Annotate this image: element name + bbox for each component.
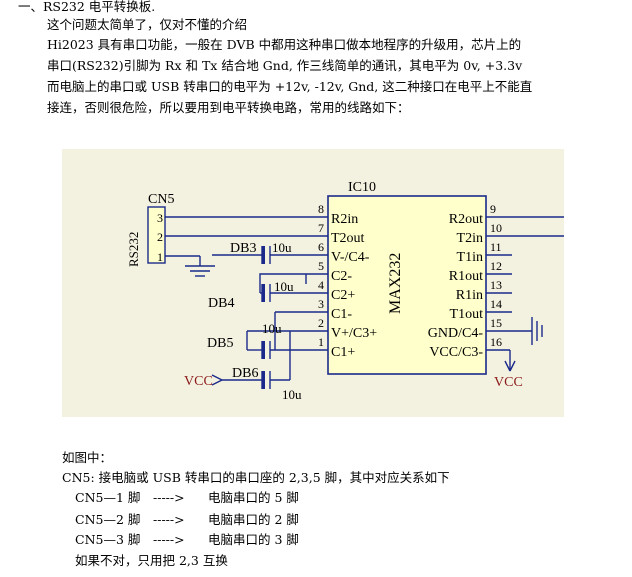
pin-3-num: 3 [318, 297, 324, 311]
mapping-3-to: 电脑串口的 3 脚 [208, 532, 299, 547]
mapping-1-arrow: -----> [153, 490, 185, 505]
connector-ref: CN5 [148, 192, 174, 207]
pin-6-name: V-/C4- [331, 250, 370, 265]
connector-label: RS232 [126, 232, 141, 267]
pin-5-num: 5 [318, 259, 324, 273]
intro-line-5: 接连，否则很危险，所以要用到电平转换电路，常用的线路如下： [47, 100, 410, 115]
pin-3-name: C1- [331, 307, 352, 322]
mapping-1-to: 电脑串口的 5 脚 [208, 490, 299, 505]
mapping-2-from: CN5—2 脚 [75, 512, 141, 527]
mapping-2-arrow: -----> [153, 512, 185, 527]
pin-14-name: T1out [450, 307, 484, 322]
db6-value: 10u [282, 387, 302, 402]
section-heading: 一、RS232 电平转换板. [18, 0, 156, 14]
pin-15-num: 15 [490, 316, 502, 330]
ic-body [327, 195, 487, 375]
pin-2-num: 2 [318, 316, 324, 330]
pin-1-name: C1+ [331, 345, 355, 360]
pin-6-num: 6 [318, 240, 324, 254]
schematic-svg: IC10 MAX232 CN5 RS232 3 2 1 8 R2in 7 T2o… [126, 180, 564, 402]
mapping-3-from: CN5—3 脚 [75, 532, 141, 547]
pin-10-num: 10 [490, 221, 502, 235]
pin-13-name: R1in [456, 288, 483, 303]
schematic-diagram: IC10 MAX232 CN5 RS232 3 2 1 8 R2in 7 T2o… [62, 149, 564, 417]
connector-pin-3: 3 [157, 211, 163, 225]
db3-ref: DB3 [230, 241, 256, 256]
notes-title: 如图中： [62, 450, 113, 465]
pin-12-name: R1out [449, 269, 483, 284]
db4-value: 10u [274, 279, 294, 294]
pin-12-num: 12 [490, 259, 502, 273]
pin-9-name: R2out [449, 212, 483, 227]
pin-16-name: VCC/C3- [429, 345, 483, 360]
pin-10-name: T2in [457, 231, 483, 246]
pin-14-num: 14 [490, 297, 502, 311]
pin-2-name: V+/C3+ [331, 326, 377, 341]
vcc-right-label: VCC [494, 375, 523, 390]
pin-11-name: T1in [457, 250, 483, 265]
db5-value: 10u [262, 321, 282, 336]
mapping-2-to: 电脑串口的 2 脚 [208, 512, 299, 527]
mapping-3-arrow: -----> [153, 532, 185, 547]
db5-ref: DB5 [207, 336, 233, 351]
connector-body [147, 206, 166, 264]
ic-part: MAX232 [387, 253, 404, 314]
pin-8-name: R2in [331, 212, 358, 227]
pin-11-num: 11 [490, 240, 502, 254]
notes-desc: CN5: 接电脑或 USB 转串口的串口座的 2,3,5 脚，其中对应关系如下 [62, 470, 450, 485]
pin-15-name: GND/C4- [428, 326, 484, 341]
notes-footer: 如果不对，只用把 2,3 互换 [75, 553, 228, 568]
db3-value: 10u [272, 240, 292, 255]
pin-8-num: 8 [318, 202, 324, 216]
pin-4-name: C2+ [331, 288, 355, 303]
connector-pin-2: 2 [157, 230, 163, 244]
pin-9-num: 9 [490, 202, 496, 216]
pin-13-num: 13 [490, 278, 502, 292]
vcc-left-label: VCC [184, 374, 213, 389]
mapping-1-from: CN5—1 脚 [75, 490, 141, 505]
pin-1-num: 1 [318, 335, 324, 349]
pin-5-name: C2- [331, 269, 352, 284]
pin-4-num: 4 [318, 278, 324, 292]
ic-ref: IC10 [348, 180, 376, 195]
db6-ref: DB6 [232, 366, 258, 381]
intro-line-1: 这个问题太简单了，仅对不懂的介绍 [47, 17, 248, 32]
intro-line-4: 而电脑上的串口或 USB 转串口的电平为 +12v, -12v, Gnd, 这二… [47, 79, 533, 94]
pin-16-num: 16 [490, 335, 502, 349]
pin-7-name: T2out [331, 231, 365, 246]
connector-pin-1: 1 [157, 250, 163, 264]
pin-7-num: 7 [318, 221, 324, 235]
db4-ref: DB4 [208, 296, 234, 311]
intro-line-3: 串口(RS232)引脚为 Rx 和 Tx 结合地 Gnd, 作三线简单的通讯，其… [47, 58, 523, 73]
intro-line-2: Hi2023 具有串口功能，一般在 DVB 中都用这种串口做本地程序的升级用，芯… [47, 37, 522, 52]
